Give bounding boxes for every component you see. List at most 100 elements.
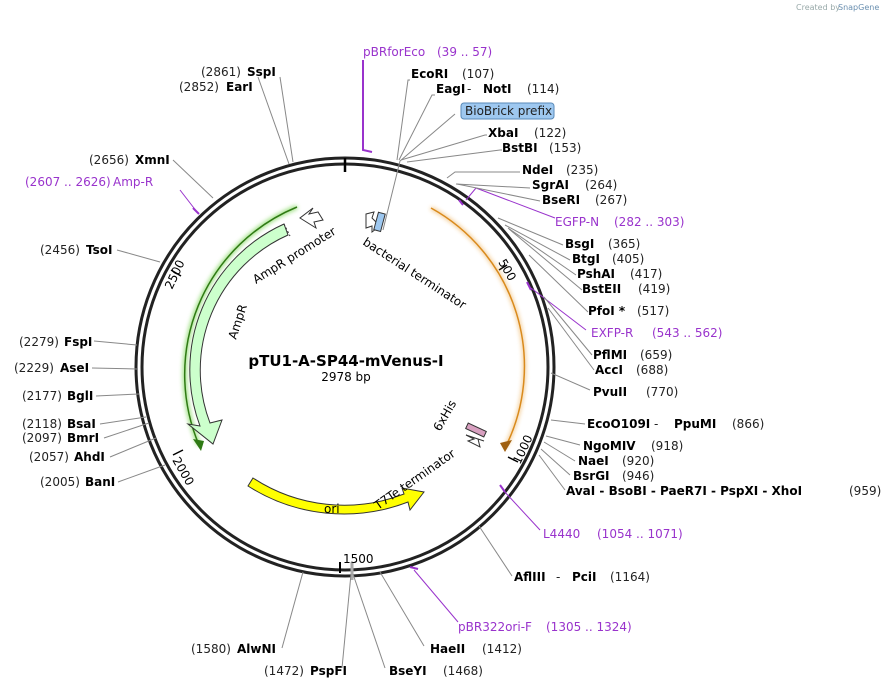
enzyme-pcii-name: PciI: [572, 570, 597, 584]
ampr-promoter-label: AmpR promoter: [250, 224, 338, 286]
enzyme-pvuii-name: PvuII: [593, 385, 627, 399]
enzyme-eari-name: EarI: [226, 80, 253, 94]
enzyme-sgrai-pos: (264): [585, 178, 617, 192]
primer-leaders: [179, 187, 587, 623]
enzyme-ecoo109i-sep: -: [654, 417, 658, 431]
enzyme-bsrgi-pos: (946): [622, 469, 654, 483]
primer-l4440-range: (1054 .. 1071): [597, 527, 683, 541]
enzyme-bsai-name: BsaI: [67, 417, 96, 431]
enzyme-noti-pos: (114): [527, 82, 559, 96]
biobrick-prefix-label: BioBrick prefix: [465, 104, 552, 118]
enzyme-ppumi-pos: (866): [732, 417, 764, 431]
enzyme-ahdi-name: AhdI: [74, 450, 105, 464]
enzyme-eagi-name: EagI: [436, 82, 465, 96]
plasmid-name: pTU1-A-SP44-mVenus-I: [248, 352, 443, 370]
ruler: [170, 264, 519, 580]
ampr-label: AmpR: [226, 302, 250, 340]
enzyme-bsrgi-name: BsrGI: [573, 469, 610, 483]
enzyme-afliii-sep: -: [556, 570, 560, 584]
enzyme-leaders-left: [91, 76, 294, 483]
enzyme-acci-pos: (688): [636, 363, 668, 377]
enzyme-alwni-name: AlwNI: [237, 642, 276, 656]
enzyme-bseyi-pos: (1468): [443, 664, 483, 678]
enzyme-ppumi-name: PpuMI: [674, 417, 716, 431]
enzyme-ava-group-name: AvaI - BsoBI - PaeR7I - PspXI - XhoI: [566, 484, 802, 498]
enzyme-pfoi-pos: (517): [637, 304, 669, 318]
enzyme-ecoo109i-name: EcoO109I: [587, 417, 650, 431]
enzyme-bsgi-pos: (365): [608, 237, 640, 251]
enzyme-bsteii-name: BstEII: [582, 282, 621, 296]
primer-exfp-r-range: (543 .. 562): [652, 326, 722, 340]
enzyme-bstbi-name: BstBI: [502, 141, 538, 155]
enzyme-acci-name: AccI: [595, 363, 623, 377]
tick-2000: 2000: [169, 455, 196, 488]
his-tag-box[interactable]: [465, 422, 487, 438]
primer-pbr322ori-f-range: (1305 .. 1324): [546, 620, 632, 634]
ori-label: ori: [324, 502, 340, 516]
enzyme-asei-pos: (2229): [14, 361, 54, 375]
orange-arc-arrow: [500, 440, 512, 452]
credit-text: Created by: [796, 3, 840, 12]
enzyme-ecori-name: EcoRI: [411, 67, 448, 81]
enzyme-pspfi-name: PspFI: [310, 664, 347, 678]
primer-exfp-r-name: EXFP-R: [591, 326, 633, 340]
enzyme-tsoi-name: TsoI: [86, 243, 112, 257]
tick-1500: 1500: [343, 552, 374, 566]
enzyme-haeii-name: HaeII: [430, 642, 465, 656]
enzyme-pflmi-pos: (659): [640, 348, 672, 362]
enzyme-pvuii-pos: (770): [646, 385, 678, 399]
enzyme-xbai-name: XbaI: [488, 126, 518, 140]
bacterial-terminator-box[interactable]: [373, 211, 386, 233]
enzyme-leaders-right: [281, 79, 595, 669]
enzyme-fspi-pos: (2279): [19, 335, 59, 349]
tick-500: 500: [495, 257, 519, 284]
enzyme-pshai-name: PshAI: [577, 267, 615, 281]
enzyme-pfoi-name: PfoI *: [588, 304, 626, 318]
primer-amp-r-range: (2607 .. 2626): [25, 175, 111, 189]
enzyme-bmri-name: BmrI: [67, 431, 99, 445]
primer-l4440-name: L4440: [543, 527, 580, 541]
enzyme-bani-name: BanI: [85, 475, 115, 489]
green-arc: [183, 206, 298, 446]
primer-egfp-n-range: (282 .. 303): [614, 215, 684, 229]
primer-amp-r-name: Amp-R: [113, 175, 153, 189]
enzyme-sspi-name: SspI: [247, 65, 276, 79]
enzyme-pspfi-pos: (1472): [264, 664, 304, 678]
biobrick-prefix-box[interactable]: [460, 102, 555, 120]
enzyme-pflmi-name: PflMI: [593, 348, 627, 362]
enzyme-afliii-name: AflIII: [514, 570, 546, 584]
enzyme-naei-name: NaeI: [578, 454, 609, 468]
ori-feature[interactable]: [247, 477, 425, 515]
enzyme-bseri-pos: (267): [595, 193, 627, 207]
enzyme-ava-group-pos: (959): [849, 484, 881, 498]
ampr-feature[interactable]: [186, 223, 289, 445]
enzyme-sgrai-name: SgrAI: [532, 178, 569, 192]
primer-pbrforeco-name: pBRforEco: [363, 45, 425, 59]
enzyme-naei-pos: (920): [622, 454, 654, 468]
enzyme-pshai-pos: (417): [630, 267, 662, 281]
enzyme-eagi-sep: -: [467, 82, 471, 96]
enzyme-ndei-name: NdeI: [522, 163, 553, 177]
enzyme-bsteii-pos: (419): [638, 282, 670, 296]
enzyme-alwni-pos: (1580): [191, 642, 231, 656]
t7te-terminator-arrow[interactable]: [465, 434, 485, 448]
enzyme-bmri-pos: (2097): [22, 431, 62, 445]
green-arc-arrow: [193, 439, 204, 451]
his-tag-label: 6xHis: [430, 398, 459, 434]
bacterial-terminator-label: bacterial terminator: [360, 235, 468, 312]
enzyme-asei-name: AseI: [60, 361, 89, 375]
enzyme-bseri-name: BseRI: [542, 193, 580, 207]
enzyme-xmni-name: XmnI: [135, 153, 170, 167]
orange-arc: [430, 207, 526, 449]
enzyme-bseyi-name: BseYI: [389, 664, 427, 678]
enzyme-ngomiv-pos: (918): [651, 439, 683, 453]
primer-marks: [192, 60, 532, 570]
enzyme-ecori-pos: (107): [462, 67, 494, 81]
ampr-promoter-arrow[interactable]: [299, 207, 324, 230]
enzyme-sspi-pos: (2861): [201, 65, 241, 79]
enzyme-pcii-pos: (1164): [610, 570, 650, 584]
enzyme-ahdi-pos: (2057): [29, 450, 69, 464]
primer-pbr322ori-f-name: pBR322ori-F: [458, 620, 532, 634]
enzyme-fspi-name: FspI: [64, 335, 92, 349]
